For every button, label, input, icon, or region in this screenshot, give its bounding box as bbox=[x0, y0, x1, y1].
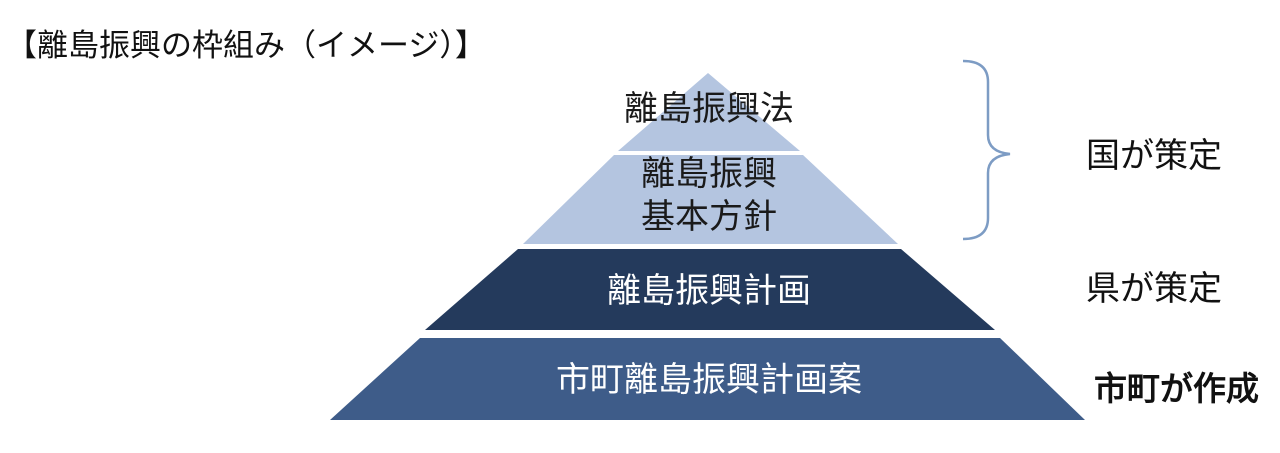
national-label: 国が策定 bbox=[1086, 136, 1222, 176]
prefecture-label: 県が策定 bbox=[1086, 269, 1222, 309]
tier-2-label-line2: 基本方針 bbox=[641, 197, 777, 237]
tier-top-shape bbox=[618, 73, 800, 151]
tier-bottom-shape bbox=[330, 338, 1085, 420]
tier-4-label: 市町離島振興計画案 bbox=[556, 360, 862, 400]
page-title: 【離島振興の枠組み（イメージ）】 bbox=[6, 28, 486, 64]
tier-second-shape bbox=[523, 155, 898, 244]
tier-3-label: 離島振興計画 bbox=[607, 271, 811, 311]
tier-third-shape bbox=[425, 249, 995, 330]
curly-brace-icon bbox=[962, 59, 1011, 241]
municipal-label: 市町が作成 bbox=[1094, 369, 1259, 408]
tier-2-label-line1: 離島振興 bbox=[641, 154, 777, 194]
tier-1-label: 離島振興法 bbox=[624, 89, 794, 129]
